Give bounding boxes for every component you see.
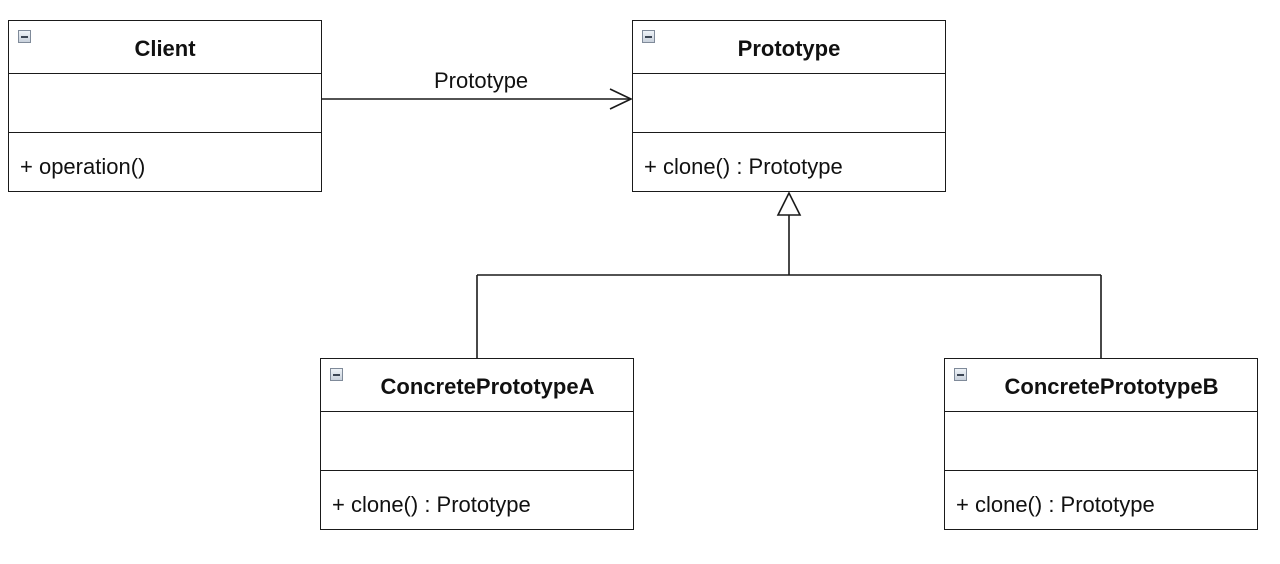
class-concrete-prototype-b[interactable]: ConcretePrototypeB + clone() : Prototype <box>944 358 1258 530</box>
operation: + clone() : Prototype <box>332 492 531 517</box>
collapse-icon[interactable] <box>642 30 655 43</box>
operations-compartment: + clone() : Prototype <box>633 133 945 191</box>
class-header: ConcretePrototypeA <box>321 359 633 412</box>
inheritance-triangle <box>776 191 802 216</box>
collapse-icon[interactable] <box>18 30 31 43</box>
association-arrowhead <box>609 88 633 110</box>
class-concrete-prototype-a[interactable]: ConcretePrototypeA + clone() : Prototype <box>320 358 634 530</box>
attributes-compartment <box>321 412 633 471</box>
attributes-compartment <box>945 412 1257 471</box>
association-label: Prototype <box>434 68 529 93</box>
class-name: ConcretePrototypeA <box>380 374 595 399</box>
attributes-compartment <box>9 74 321 133</box>
class-name: Prototype <box>737 36 841 61</box>
operations-compartment: + operation() <box>9 133 321 191</box>
class-header: ConcretePrototypeB <box>945 359 1257 412</box>
class-header: Prototype <box>633 21 945 74</box>
class-prototype[interactable]: Prototype + clone() : Prototype <box>632 20 946 192</box>
operation: + clone() : Prototype <box>644 154 843 179</box>
class-name: Client <box>134 36 196 61</box>
collapse-icon[interactable] <box>954 368 967 381</box>
operations-compartment: + clone() : Prototype <box>321 471 633 529</box>
class-header: Client <box>9 21 321 74</box>
operation: + operation() <box>20 154 146 179</box>
class-name: ConcretePrototypeB <box>1004 374 1219 399</box>
operation: + clone() : Prototype <box>956 492 1155 517</box>
attributes-compartment <box>633 74 945 133</box>
class-client[interactable]: Client + operation() <box>8 20 322 192</box>
operations-compartment: + clone() : Prototype <box>945 471 1257 529</box>
collapse-icon[interactable] <box>330 368 343 381</box>
